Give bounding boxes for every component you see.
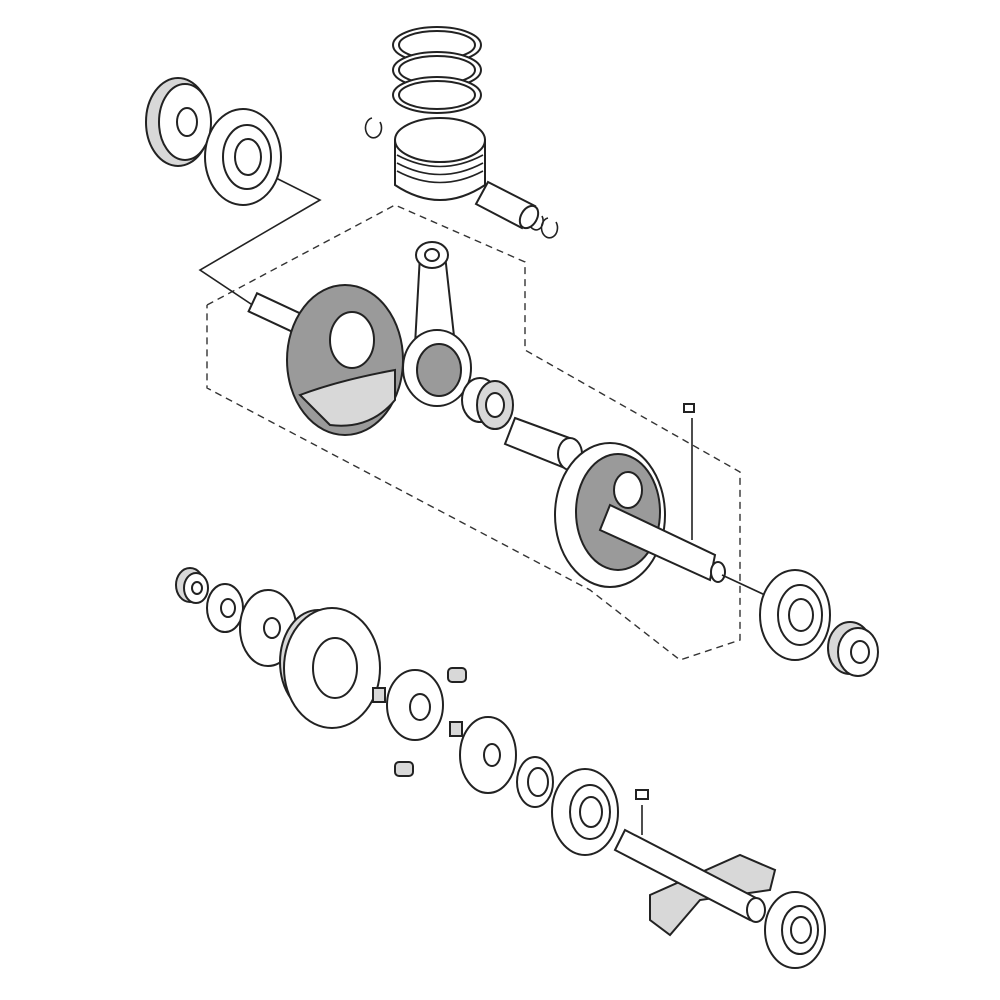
gear-top-left bbox=[145, 77, 212, 167]
connecting-rod bbox=[402, 241, 472, 407]
bearing-bottom-right bbox=[764, 891, 826, 969]
gear-small-right bbox=[827, 621, 879, 677]
balancer-shaft bbox=[613, 828, 777, 937]
woodruff-key-top bbox=[683, 403, 695, 540]
piston-rings bbox=[392, 26, 482, 114]
lock-washer bbox=[206, 583, 244, 633]
needle-bearing bbox=[461, 377, 514, 430]
crank-web-right bbox=[554, 442, 726, 588]
piston bbox=[394, 117, 486, 201]
woodruff-key-bottom bbox=[635, 789, 649, 835]
crank-web-left bbox=[247, 284, 404, 436]
bearing-right bbox=[759, 569, 831, 661]
nut bbox=[175, 567, 209, 604]
bearing-lower bbox=[551, 768, 619, 856]
washer-flat bbox=[459, 716, 517, 794]
crank-pin bbox=[503, 416, 583, 471]
circlip-left bbox=[364, 117, 383, 139]
bearing-top-left bbox=[204, 108, 282, 206]
assembly-outline bbox=[206, 204, 741, 661]
axis-line bbox=[721, 574, 766, 596]
gear-large bbox=[279, 607, 381, 729]
damper-springs bbox=[372, 667, 467, 777]
piston-pin bbox=[474, 180, 540, 230]
washer-small bbox=[516, 756, 554, 808]
damper-hub bbox=[386, 669, 444, 741]
leader-line-bearing bbox=[198, 174, 322, 311]
